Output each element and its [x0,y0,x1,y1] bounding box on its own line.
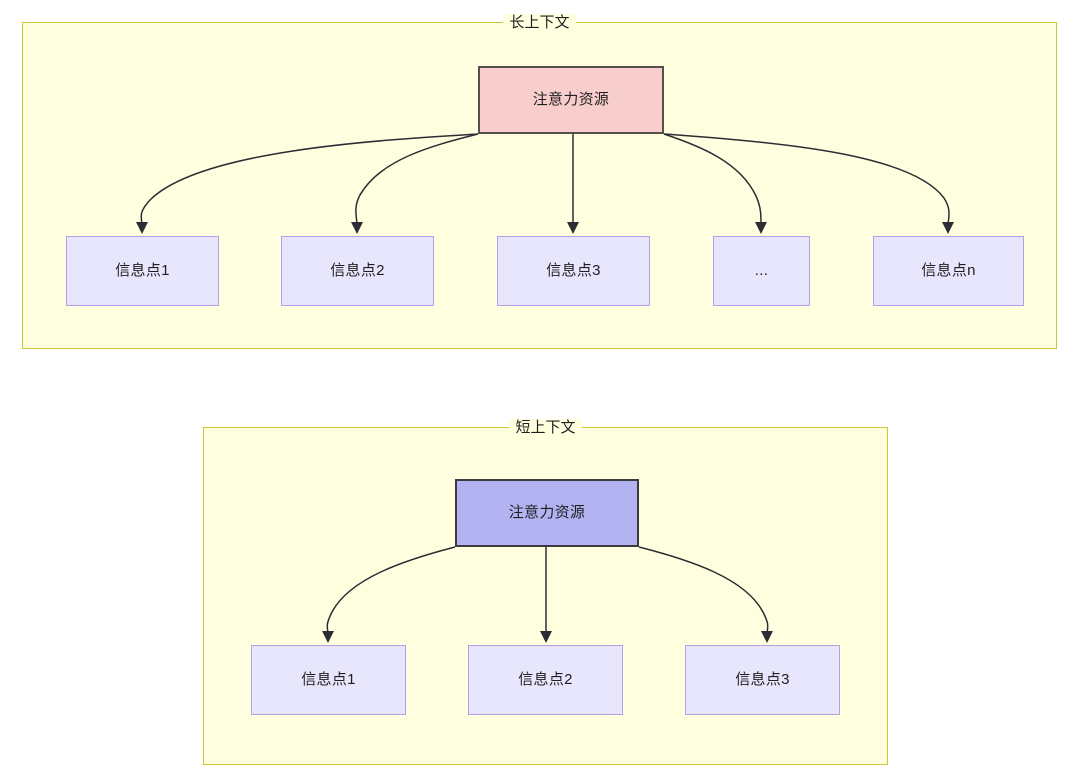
node-long-info-point-1-label: 信息点1 [115,261,170,279]
node-long-info-point-3[interactable]: 信息点3 [497,236,650,306]
panel-short-context-title-text: 短上下文 [509,419,582,436]
panel-long-context-title-text: 长上下文 [503,14,576,31]
panel-long-context-title: 长上下文 [23,12,1056,34]
node-short-info-point-1-label: 信息点1 [301,670,356,688]
node-long-info-point-n[interactable]: 信息点n [873,236,1024,306]
node-long-info-point-1[interactable]: 信息点1 [66,236,219,306]
node-long-info-point-2-label: 信息点2 [330,261,385,279]
node-long-attention-resource-label: 注意力资源 [532,90,610,108]
node-long-info-point-n-label: 信息点n [921,261,976,279]
panel-short-context-title: 短上下文 [204,417,887,439]
node-long-info-point-ellipsis-label: ... [754,261,769,279]
node-short-attention-resource[interactable]: 注意力资源 [455,479,639,547]
node-short-info-point-1[interactable]: 信息点1 [251,645,406,715]
node-long-info-point-3-label: 信息点3 [546,261,601,279]
node-short-info-point-2[interactable]: 信息点2 [468,645,623,715]
node-long-info-point-2[interactable]: 信息点2 [281,236,434,306]
node-short-info-point-2-label: 信息点2 [518,670,573,688]
node-short-attention-resource-label: 注意力资源 [508,503,586,521]
node-short-info-point-3-label: 信息点3 [735,670,790,688]
node-short-info-point-3[interactable]: 信息点3 [685,645,840,715]
node-long-info-point-ellipsis[interactable]: ... [713,236,810,306]
node-long-attention-resource[interactable]: 注意力资源 [478,66,664,134]
